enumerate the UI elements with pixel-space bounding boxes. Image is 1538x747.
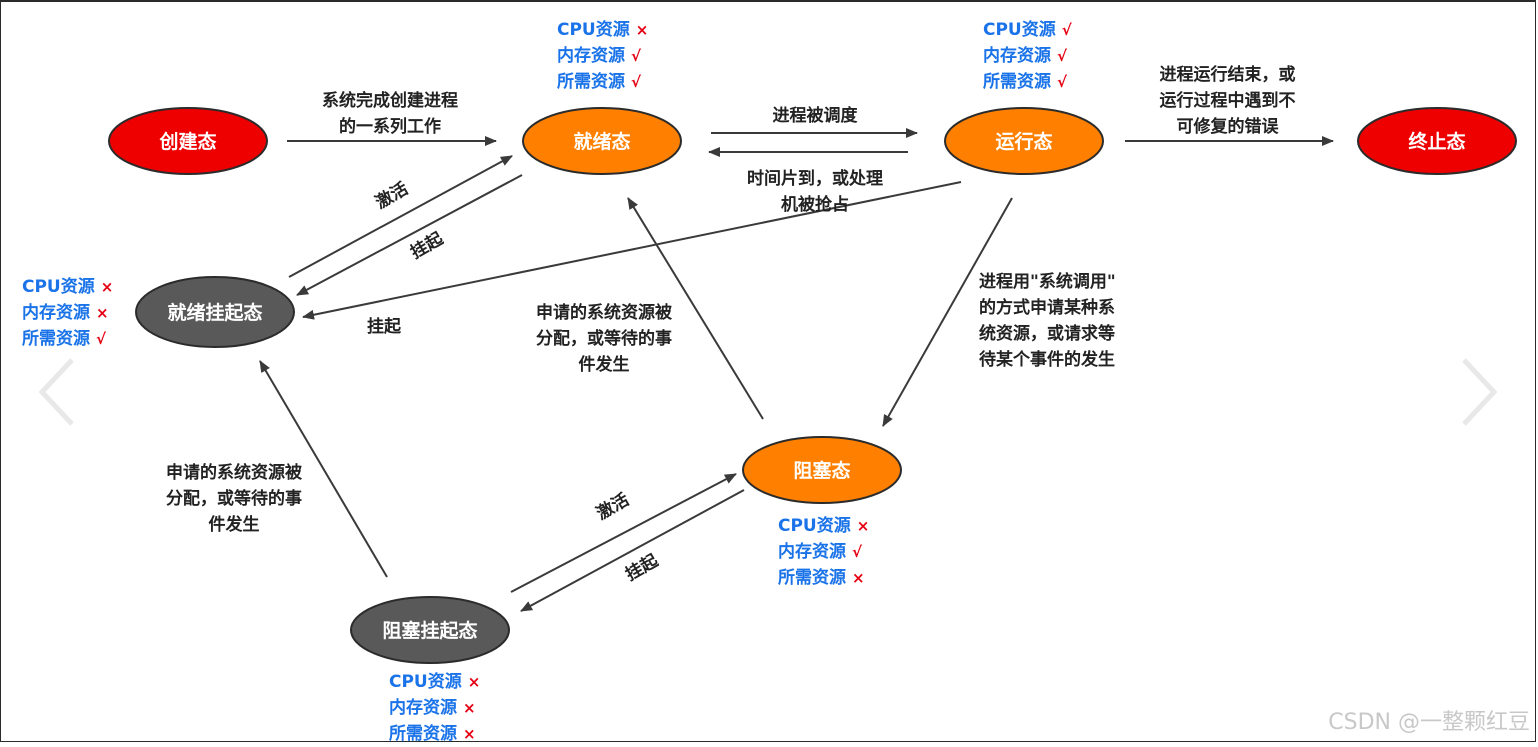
- arrow-blocked-suspended-to-ready-suspended: [259, 360, 388, 578]
- resource-item: 内存资源√: [983, 46, 1068, 66]
- state-create-label: 创建态: [158, 130, 216, 153]
- label-line: 进程用"系统调用": [979, 272, 1116, 292]
- arrow-ready-suspend: [296, 174, 523, 296]
- state-blocked-suspended: [350, 596, 510, 664]
- label-running-suspend: 挂起: [367, 317, 401, 337]
- label-line: 分配，或等待的事: [536, 329, 672, 349]
- resource-item: 所需资源×: [778, 568, 865, 588]
- label-line: 待某个事件的发生: [979, 350, 1115, 370]
- state-blocked-label: 阻塞态: [793, 459, 850, 482]
- state-ready-label: 就绪态: [573, 130, 630, 153]
- arrow-blocked-suspend: [520, 489, 745, 612]
- label-line: 件发生: [578, 355, 630, 375]
- label-line: 运行过程中遇到不: [1159, 91, 1296, 111]
- resources-running: CPU资源√ 内存资源√ 所需资源√: [983, 17, 1072, 95]
- label-line: 统资源，或请求等: [979, 324, 1115, 344]
- label-line: 时间片到，或处理: [747, 169, 883, 189]
- label-line: 申请的系统资源被: [166, 463, 302, 483]
- state-running: [944, 107, 1104, 175]
- arrow-running-suspend: [302, 181, 962, 320]
- resources-ready-suspended: CPU资源× 内存资源× 所需资源√: [22, 274, 113, 352]
- resource-item: CPU资源×: [557, 20, 649, 40]
- label-running-to-blocked: 进程用"系统调用" 的方式申请某种系 统资源，或请求等 待某个事件的发生: [979, 269, 1116, 373]
- arrow-running-to-blocked: [882, 197, 1013, 427]
- label-line: 的方式申请某种系: [979, 298, 1115, 318]
- resources-blocked: CPU资源× 内存资源√ 所需资源×: [778, 513, 869, 591]
- label-create-to-ready: 系统完成创建进程 的一系列工作: [300, 88, 480, 140]
- resource-item: 内存资源√: [778, 542, 863, 562]
- next-chevron-icon[interactable]: [1462, 358, 1498, 426]
- watermark: CSDN @一整颗红豆: [1328, 710, 1530, 735]
- resource-item: CPU资源×: [778, 516, 870, 536]
- label-blocked-to-ready: 申请的系统资源被 分配，或等待的事 件发生: [514, 300, 694, 378]
- resource-item: CPU资源×: [389, 672, 481, 692]
- label-line: 分配，或等待的事: [166, 489, 302, 509]
- label-ready-to-running: 进程被调度: [740, 103, 890, 129]
- label-line: 可修复的错误: [1176, 117, 1279, 137]
- label-line: 申请的系统资源被: [536, 303, 672, 323]
- arrow-blocked-to-ready: [627, 197, 764, 420]
- prev-chevron-icon[interactable]: [38, 358, 74, 426]
- state-terminated: [1357, 107, 1517, 175]
- state-ready-suspended: [135, 276, 295, 348]
- label-line: 件发生: [208, 515, 260, 535]
- label-line: 进程被调度: [772, 106, 858, 126]
- arrow-activate-to-blocked: [510, 473, 737, 593]
- state-ready-suspended-label: 就绪挂起态: [167, 301, 262, 324]
- resource-item: 所需资源√: [22, 329, 107, 349]
- label-line: 系统完成创建进程: [322, 91, 458, 111]
- resources-ready: CPU资源× 内存资源√ 所需资源√: [557, 17, 648, 95]
- label-running-to-terminated: 进程运行结束，或 运行过程中遇到不 可修复的错误: [1140, 62, 1315, 140]
- resource-item: 内存资源√: [557, 46, 642, 66]
- resource-item: 所需资源×: [389, 724, 476, 744]
- resource-item: 内存资源×: [389, 698, 476, 718]
- state-blocked: [742, 436, 902, 504]
- state-terminated-label: 终止态: [1408, 130, 1465, 153]
- state-running-label: 运行态: [995, 130, 1052, 153]
- state-blocked-suspended-label: 阻塞挂起态: [382, 619, 477, 642]
- resource-item: 内存资源×: [22, 303, 109, 323]
- resources-blocked-suspended: CPU资源× 内存资源× 所需资源×: [389, 669, 480, 747]
- resource-item: CPU资源×: [22, 277, 114, 297]
- label-line: 的一系列工作: [339, 117, 441, 137]
- resource-item: 所需资源√: [557, 72, 642, 92]
- label-line: 进程运行结束，或: [1159, 65, 1296, 85]
- resource-item: CPU资源√: [983, 20, 1072, 40]
- state-create: [108, 107, 268, 175]
- arrow-activate-to-ready: [288, 155, 513, 278]
- label-running-to-ready: 时间片到，或处理 机被抢占: [725, 166, 905, 218]
- label-blocked-suspended-to-ready-suspended: 申请的系统资源被 分配，或等待的事 件发生: [144, 460, 324, 538]
- label-line: 机被抢占: [781, 195, 849, 215]
- state-ready: [522, 107, 682, 175]
- resource-item: 所需资源√: [983, 72, 1068, 92]
